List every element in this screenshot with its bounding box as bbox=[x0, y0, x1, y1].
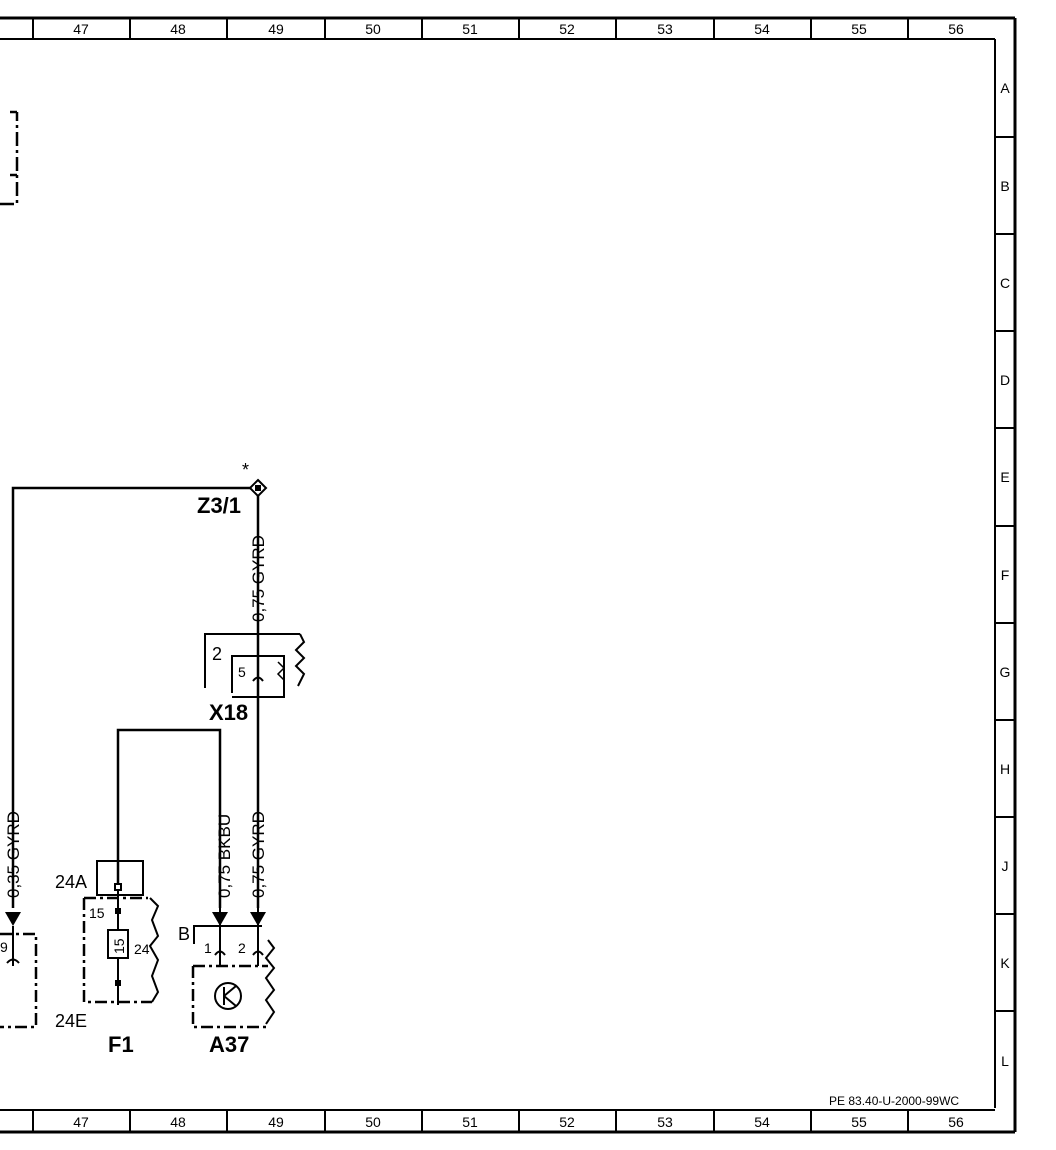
row-label: A bbox=[1000, 80, 1010, 96]
f1-fuse-label: 15 bbox=[111, 938, 127, 954]
col-label: 53 bbox=[657, 21, 673, 37]
col-label: 56 bbox=[948, 21, 964, 37]
row-label: H bbox=[1000, 761, 1010, 777]
col-label: 47 bbox=[73, 1114, 89, 1130]
f1-top-label: 24A bbox=[55, 872, 87, 892]
z3-label: Z3/1 bbox=[197, 493, 241, 518]
row-label: C bbox=[1000, 275, 1010, 291]
wire-left bbox=[11, 486, 250, 908]
x18-pin-inner: 5 bbox=[238, 664, 246, 680]
connector-arrows bbox=[5, 912, 266, 926]
col-label: 49 bbox=[268, 21, 284, 37]
column-labels-bottom: 47 48 49 50 51 52 53 54 55 56 bbox=[73, 1114, 964, 1130]
col-label: 50 bbox=[365, 21, 381, 37]
column-labels-top: 47 48 49 50 51 52 53 54 55 56 bbox=[73, 21, 964, 37]
col-label: 49 bbox=[268, 1114, 284, 1130]
col-label: 52 bbox=[559, 21, 575, 37]
col-label: 55 bbox=[851, 21, 867, 37]
col-label: 48 bbox=[170, 21, 186, 37]
a37-pin-2: 2 bbox=[238, 940, 246, 956]
row-label: L bbox=[1001, 1053, 1009, 1069]
row-label: E bbox=[1000, 469, 1009, 485]
col-label: 54 bbox=[754, 21, 770, 37]
row-label: J bbox=[1002, 858, 1009, 874]
row-label: G bbox=[1000, 664, 1011, 680]
partial-component-top-left bbox=[0, 110, 19, 206]
partial-component-bottom-left bbox=[0, 926, 38, 1029]
x18-label: X18 bbox=[209, 700, 248, 725]
document-code: PE 83.40-U-2000-99WC bbox=[829, 1094, 959, 1108]
z3-splice-icon bbox=[248, 478, 268, 498]
wire-f1-a37 bbox=[116, 728, 222, 908]
col-label: 56 bbox=[948, 1114, 964, 1130]
x18-connector bbox=[204, 633, 306, 698]
col-label: 50 bbox=[365, 1114, 381, 1130]
row-label: B bbox=[1000, 178, 1009, 194]
wire-label-z3: 0,75 GYRD bbox=[249, 535, 268, 622]
wire-label-bkbu: 0,75 BKBU bbox=[215, 814, 234, 898]
col-label: 52 bbox=[559, 1114, 575, 1130]
col-label: 47 bbox=[73, 21, 89, 37]
a37-pin-1: 1 bbox=[204, 940, 212, 956]
a37-connector-label: B bbox=[178, 924, 190, 944]
f1-bottom-label: 24E bbox=[55, 1011, 87, 1031]
row-label: K bbox=[1000, 955, 1010, 971]
z3-marker: * bbox=[242, 460, 249, 480]
row-label: D bbox=[1000, 372, 1010, 388]
a37-label: A37 bbox=[209, 1032, 249, 1057]
row-labels: A B C D E F G H J K L bbox=[1000, 80, 1011, 1069]
col-label: 54 bbox=[754, 1114, 770, 1130]
f1-pin-left: 15 bbox=[89, 905, 105, 921]
col-label: 53 bbox=[657, 1114, 673, 1130]
wire-label-gyrd: 0,75 GYRD bbox=[249, 811, 268, 898]
f1-pin-right: 24 bbox=[134, 941, 150, 957]
partial-pin: 9 bbox=[0, 939, 8, 955]
a37-component-icon bbox=[191, 908, 276, 1029]
wire-label-left: 0,35 GYRD bbox=[4, 811, 23, 898]
f1-label: F1 bbox=[108, 1032, 134, 1057]
row-label: F bbox=[1001, 567, 1010, 583]
col-label: 55 bbox=[851, 1114, 867, 1130]
sheet-frame bbox=[0, 16, 1017, 1134]
col-label: 51 bbox=[462, 1114, 478, 1130]
x18-pin-outer: 2 bbox=[212, 644, 222, 664]
f1-fuse-icon bbox=[82, 860, 160, 1005]
col-label: 48 bbox=[170, 1114, 186, 1130]
col-label: 51 bbox=[462, 21, 478, 37]
